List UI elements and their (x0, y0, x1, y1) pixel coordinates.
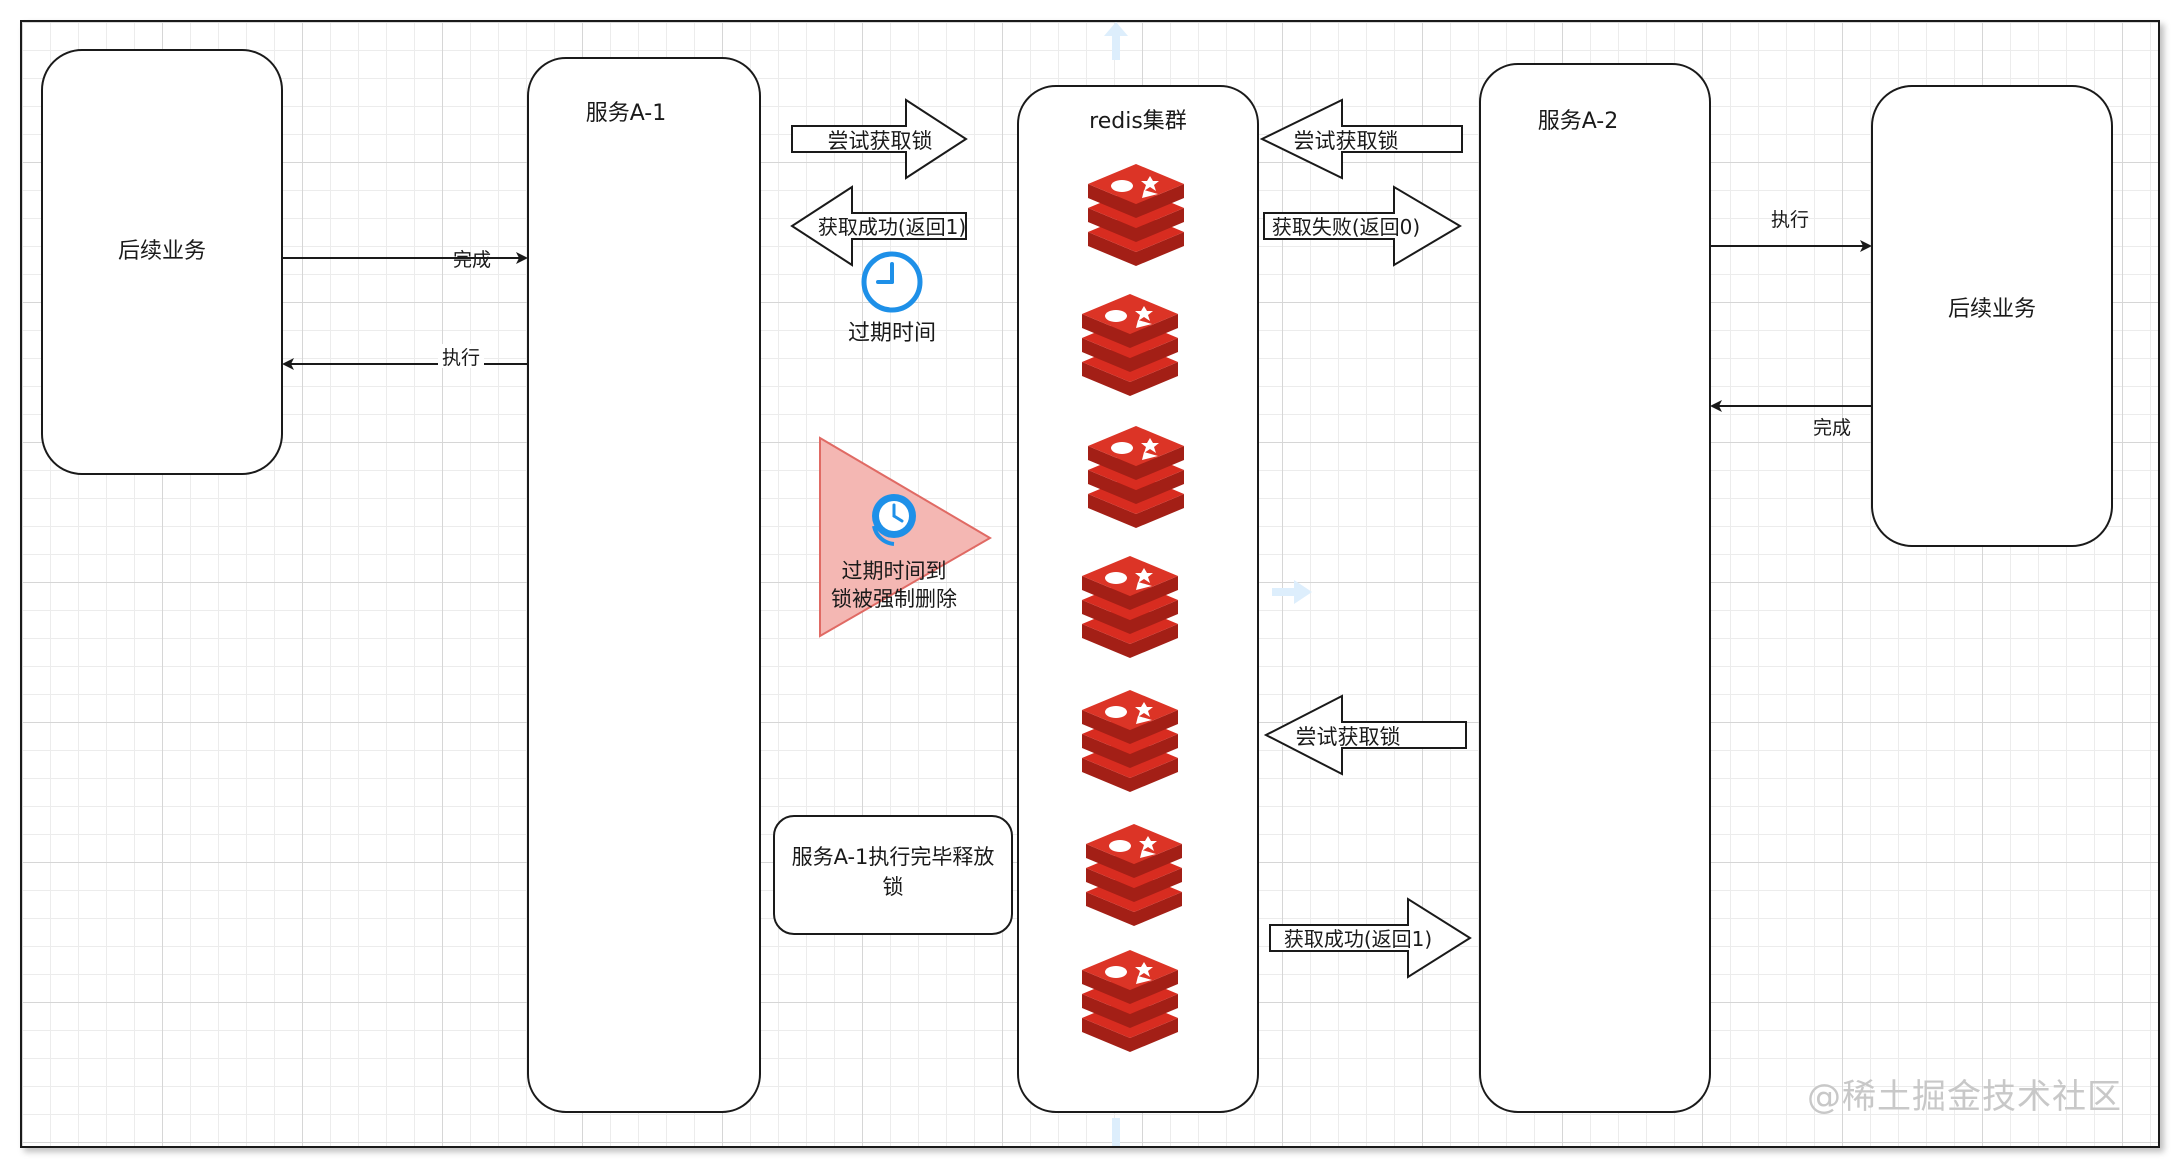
release-note-box: 服务A-1执行完毕释放 锁 (773, 815, 1013, 935)
arrow-a2-lock-fail: 获取失败(返回0) (1263, 185, 1462, 267)
service-a1-box: 服务A-1 (527, 57, 761, 1113)
edge-left-exec-label: 执行 (442, 347, 480, 369)
arrow-a1-lock-success-label: 获取成功(返回1) (818, 215, 966, 239)
service-a2-box: 服务A-2 (1479, 63, 1711, 1113)
faint-arrow-mid (1272, 580, 1312, 604)
expire-time-label: 过期时间 (848, 321, 936, 346)
faint-arrow-top (1104, 22, 1128, 60)
right-followup-box: 后续业务 (1871, 85, 2113, 547)
expire-line2: 锁被强制删除 (831, 587, 957, 611)
edge-right-done-label: 完成 (1813, 417, 1851, 439)
redis-icon (1088, 164, 1184, 266)
arrow-a2-try-lock-2: 尝试获取锁 (1263, 694, 1467, 776)
edge-right-exec: 执行 (1710, 209, 1872, 252)
edge-left-done: 完成 (282, 249, 528, 271)
service-a2-label: 服务A-2 (1538, 109, 1619, 134)
expire-line1: 过期时间到 (842, 559, 947, 583)
redis-icon (1086, 824, 1182, 926)
clock-icon (861, 251, 923, 313)
arrow-a1-lock-success: 获取成功(返回1) (790, 185, 967, 267)
release-note-line1: 服务A-1执行完毕释放 (792, 845, 995, 869)
left-followup-label: 后续业务 (118, 239, 206, 264)
arrow-a1-try-lock: 尝试获取锁 (791, 98, 968, 180)
edge-right-exec-label: 执行 (1771, 209, 1809, 231)
clock-refresh-icon (872, 494, 916, 546)
arrow-a2-lock-success: 获取成功(返回1) (1269, 897, 1472, 979)
expire-warning: 过期时间到 锁被强制删除 (819, 436, 992, 638)
edge-left-done-label: 完成 (453, 249, 491, 271)
arrow-a2-try-lock-1-label: 尝试获取锁 (1294, 129, 1399, 153)
redis-icon (1082, 556, 1178, 658)
arrow-a2-try-lock-1: 尝试获取锁 (1259, 98, 1463, 180)
release-note-line2: 锁 (883, 875, 904, 899)
left-followup-box: 后续业务 (41, 49, 283, 475)
watermark: @稀土掘金技术社区 (1807, 1077, 2122, 1117)
right-followup-label: 后续业务 (1948, 297, 2036, 322)
diagram-canvas: 后续业务 服务A-1 redis集群 服务A-2 后续业务 完成 执行 执行 完… (20, 20, 2160, 1148)
redis-icon (1082, 950, 1178, 1052)
arrow-a2-try-lock-2-label: 尝试获取锁 (1296, 725, 1401, 749)
arrow-a1-try-lock-label: 尝试获取锁 (828, 129, 933, 153)
edge-left-exec: 执行 (282, 344, 528, 370)
service-a1-label: 服务A-1 (586, 101, 667, 126)
arrow-a2-lock-success-label: 获取成功(返回1) (1284, 927, 1432, 951)
arrow-a2-lock-fail-label: 获取失败(返回0) (1272, 215, 1420, 239)
redis-icon (1082, 690, 1178, 792)
edge-right-done: 完成 (1710, 400, 1872, 439)
redis-icon (1088, 426, 1184, 528)
faint-arrow-bottom (1112, 1118, 1120, 1146)
flow-diagram: 后续业务 服务A-1 redis集群 服务A-2 后续业务 完成 执行 执行 完… (41, 22, 2113, 1146)
redis-cluster-label: redis集群 (1089, 109, 1187, 134)
redis-icon (1082, 294, 1178, 396)
